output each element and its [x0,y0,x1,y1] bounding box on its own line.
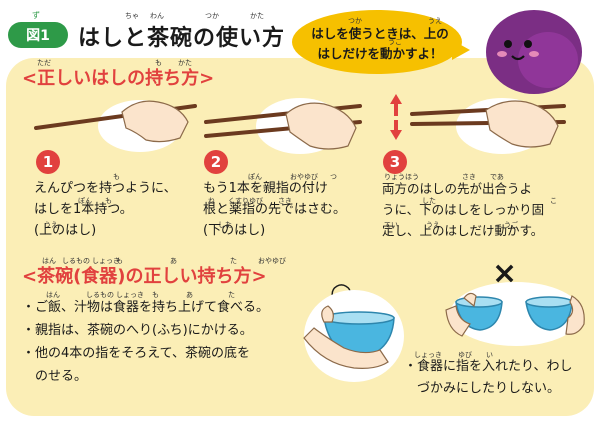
bad-note-line-1: ・食器に指を入れたり、わし [404,359,573,374]
step3-line-2: うに、下のはしをしっかり固 [382,202,545,217]
sec2-ruby-6: た [230,257,237,265]
bad-note-ruby-1: しょっき [414,351,442,359]
step3-ruby-2: さき [462,173,476,181]
bubble-ruby-2: うえ [428,17,442,25]
page-title: はしと茶碗の使い方 [78,26,286,51]
step3-ruby-7: うえ [426,221,440,229]
step3-line-1: 両方のはしの先が出合うよ [382,181,533,196]
bad-note-ruby-2: ゆび [458,351,472,359]
step-number-1: 1 [36,150,60,174]
step3-ruby-3: であ [490,173,504,181]
sec2-ruby-7: おやゆび [258,257,286,265]
step-number-3: 3 [383,150,407,174]
chopstick-hand-illustration-3 [390,94,566,154]
sec2-ruby-3: しょっき [92,257,120,265]
sec2-text-ruby-6: た [228,291,235,299]
sec2-ruby-1: はん [42,257,56,265]
bubble-ruby-1: つか [348,17,362,25]
step3-ruby-6: てい [384,221,398,229]
chopstick-hand-illustration-1 [34,100,197,152]
sec2-line-3: ・他の4本の指をそろえて、茶碗の底を [22,346,250,361]
bad-note-text: ・食器に指を入れたり、わし づかみにしたりしない。 [404,356,572,400]
step1-ruby-3: も [105,197,112,205]
sec2-ruby-5: あ [170,257,177,265]
step2-text: もう1本を親指の付け 根と薬指の先ではさむ。 (下のはし) [203,178,346,241]
step2-ruby-1: ぽん [248,173,262,181]
title-ruby-4: かた [250,12,264,20]
bubble-line-1: はしを使うときは、上の [311,26,449,41]
step1-line-2: はしを1本持つ。 [34,202,133,217]
step3-text: 両方のはしの先が出合うよ うに、下のはしをしっかり固 定し、上のはしだけ動かす。 [382,178,544,241]
step3-line-3: 定し、上のはしだけ動かす。 [382,223,544,238]
step3-ruby-8: うご [504,221,518,229]
step2-ruby-5: くすりゆび [228,197,263,205]
step-number-2: 2 [204,150,228,174]
bowl-incorrect-illustration [445,282,585,346]
sec2-text-ruby-2: しるもの [86,291,114,299]
sec2-text-ruby-5: あ [186,291,193,299]
sec2-text-ruby-1: はん [46,291,60,299]
sec1-ruby-3: かた [178,59,192,67]
sec1-ruby-1: ただ [37,59,51,67]
section2-heading: <茶碗(食器)の正しい持ち方> [22,266,267,287]
sec2-ruby-2: しるもの [62,257,90,265]
section1-heading: <正しいはしの持ち方> [22,68,215,89]
sweet-potato-mascot-icon [486,10,582,94]
step2-line-1: もう1本を親指の付け [203,181,328,196]
step2-line-3: (下のはし) [203,223,266,238]
step3-ruby-4: した [422,197,436,205]
sec2-text-ruby-3: しょっき [116,291,144,299]
sec1-ruby-2: も [155,59,162,67]
bubble-text: はしを使うときは、上の はしだけを動かすよ！ [300,24,460,64]
speech-bubble-tail [452,40,470,60]
bowl-correct-illustration [303,290,404,382]
bad-note-line-2: づかみにしたりしない。 [404,381,561,396]
section2-text: ・ご飯、汁物は食器を持ち上げて食べる。 ・親指は、茶碗のへり(ふち)にかける。 … [22,296,269,388]
bubble-line-2: はしだけを動かすよ！ [317,46,443,61]
title-ruby-3: つか [205,12,219,20]
sec2-text-ruby-4: も [152,291,159,299]
bubble-ruby-3: うご [388,38,402,46]
step2-ruby-4: ね [208,197,215,205]
step1-ruby-4: うえ [44,221,58,229]
step1-ruby-2: ぽん [78,197,92,205]
title-ruby-1: ちゃ [125,12,139,20]
sec2-line-2: ・親指は、茶碗のへり(ふち)にかける。 [22,323,253,338]
figure-badge: 図1 [8,22,68,48]
step2-line-2: 根と薬指の先ではさむ。 [203,202,347,217]
step2-ruby-3: つ [330,173,337,181]
step2-ruby-2: おやゆび [290,173,318,181]
sec2-line-1: ・ご飯、汁物は食器を持ち上げて食べる。 [22,300,270,315]
title-ruby-2: わん [150,12,164,20]
step1-text: えんぴつを持つように、 はしを1本持つ。 (上のはし) [34,178,177,241]
chopstick-hand-illustration-2 [204,98,362,154]
speech-bubble [292,10,462,74]
step1-line-3: (上のはし) [34,223,97,238]
step2-ruby-7: した [218,221,232,229]
step3-ruby-5: こ [550,197,557,205]
sec2-line-4: のせる。 [22,369,88,384]
step2-ruby-6: さき [278,197,292,205]
step1-ruby-1: も [113,173,120,181]
step1-line-1: えんぴつを持つように、 [34,181,177,196]
bad-note-ruby-3: い [486,351,493,359]
figure-ruby: ず [32,11,40,20]
step3-ruby-1: りょうほう [384,173,419,181]
sec2-ruby-4: も [116,257,123,265]
